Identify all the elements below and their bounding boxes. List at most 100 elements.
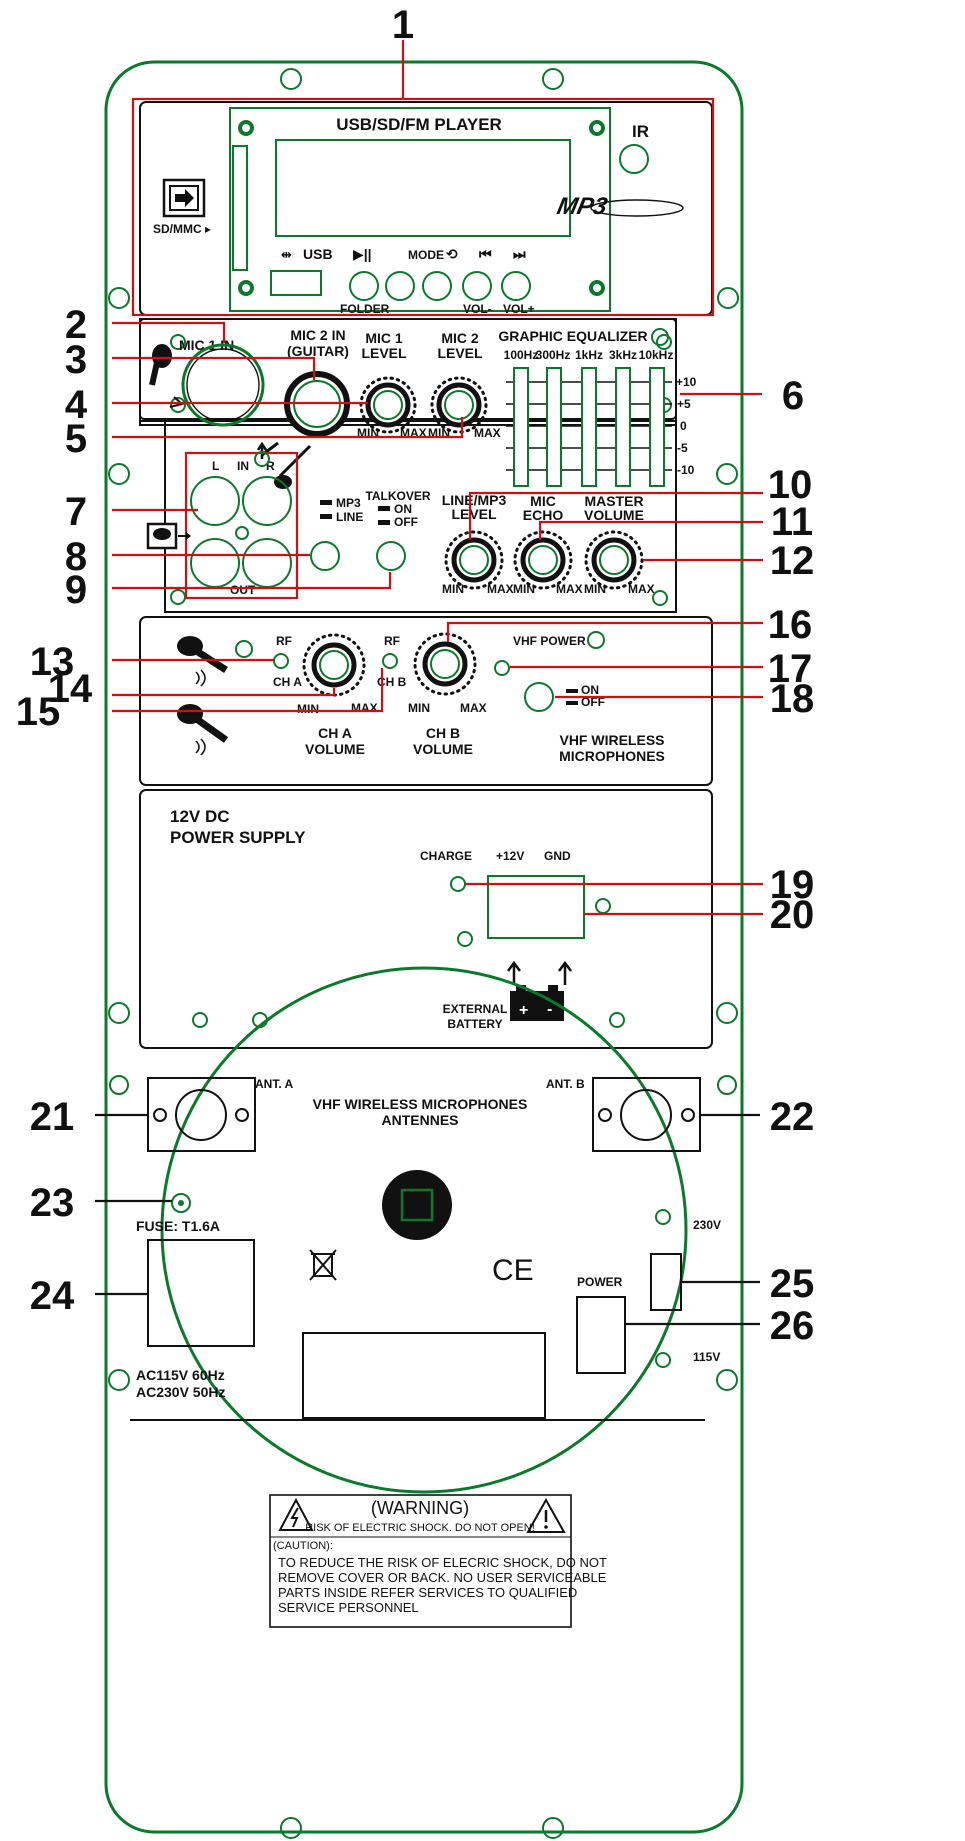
callout-26: 26: [770, 1304, 815, 1348]
vhf-power-label: VHF POWER: [513, 634, 586, 648]
mp3-line-switch[interactable]: [310, 541, 340, 571]
dc-power-panel: [139, 789, 713, 1049]
bottom-label-plate: [302, 1332, 546, 1419]
battery-plus: +: [519, 1002, 528, 1019]
sd-mmc-label: SD/MMC ▸: [153, 222, 211, 236]
vhf-off-label: OFF: [581, 695, 605, 709]
eq-scale-label: +5: [677, 397, 691, 411]
rca-in-r: R: [266, 459, 275, 473]
folder-label: FOLDER: [340, 302, 390, 316]
callout-5: 5: [65, 417, 87, 461]
sd-card-slot[interactable]: [232, 145, 248, 271]
callout-14: 14: [48, 667, 93, 711]
eq-slider-300hz[interactable]: [546, 367, 562, 487]
eq-band-labels: 100Hz 300Hz 1kHz 3kHz 10kHz: [504, 348, 674, 362]
callout-8: 8: [65, 535, 87, 579]
play-pause-button[interactable]: [349, 271, 379, 301]
line-mp3-max-label: MAX: [487, 582, 514, 596]
rf-label-a: RF: [276, 634, 292, 648]
ant-b-connector[interactable]: [620, 1089, 672, 1141]
sd-mmc-icon: [162, 178, 206, 218]
fuse-label: FUSE: T1.6A: [136, 1218, 220, 1234]
callout-23: 23: [30, 1181, 75, 1225]
eq-band-label: 100Hz: [504, 348, 539, 362]
charge-label: CHARGE: [420, 849, 472, 863]
warning-body-line: REMOVE COVER OR BACK. NO USER SERVICEABL…: [278, 1570, 607, 1585]
callout-7: 7: [65, 490, 87, 534]
power-switch-label: POWER: [577, 1275, 623, 1289]
mode-button[interactable]: [385, 271, 415, 301]
rca-out-right-jack[interactable]: [242, 538, 292, 588]
wireless-mic-icon: [177, 704, 229, 756]
dc-title-1: 12V DC: [170, 807, 230, 826]
cha-label: CH A: [273, 675, 302, 689]
rf-led-a: [273, 653, 289, 669]
rca-in-left-jack[interactable]: [190, 476, 240, 526]
vol-up-button[interactable]: [501, 271, 531, 301]
talkover-on-label: ON: [394, 502, 412, 516]
master-volume-scale: [584, 530, 644, 590]
callout-9: 9: [65, 568, 87, 612]
eq-title: GRAPHIC EQUALIZER: [498, 328, 647, 344]
mic-echo-scale: [513, 530, 573, 590]
rca-out-left-jack[interactable]: [190, 538, 240, 588]
mic1-level-label-2: LEVEL: [361, 345, 407, 361]
callout-19: 19: [770, 863, 815, 907]
dc-terminal[interactable]: [487, 875, 585, 939]
chb-label: CH B: [377, 675, 407, 689]
player-faceplate: [229, 107, 611, 312]
prev-track-icon: ⏮: [479, 246, 492, 262]
mode-label: MODE: [408, 248, 444, 262]
wireless-title-1: VHF WIRELESS: [559, 732, 664, 748]
warning-line1: RISK OF ELECTRIC SHOCK. DO NOT OPEN!: [305, 1522, 535, 1534]
play-pause-label: ▶||: [353, 246, 372, 262]
vol-down-button[interactable]: [462, 271, 492, 301]
panel-screw-holes: [108, 68, 739, 1839]
callout-11: 11: [771, 500, 813, 544]
usb-icon: ⇹: [281, 247, 292, 262]
ac-label-1: AC115V 60Hz: [136, 1367, 225, 1383]
fuse-holder[interactable]: [171, 1193, 191, 1213]
rca-in-label: IN: [237, 459, 249, 473]
media-player-icon: [146, 522, 191, 550]
power-switch[interactable]: [576, 1296, 626, 1374]
eq-slider-10khz[interactable]: [649, 367, 665, 487]
talkover-off-label: OFF: [394, 515, 418, 529]
antennas-title-2: ANTENNES: [381, 1112, 458, 1128]
callout-24: 24: [30, 1274, 75, 1318]
vhf-power-switch[interactable]: [524, 682, 554, 712]
usb-port[interactable]: [270, 270, 322, 296]
ant-a-connector[interactable]: [175, 1089, 227, 1141]
ant-b-label: ANT. B: [546, 1077, 585, 1091]
mic1-xlr-jack[interactable]: [181, 343, 265, 427]
chb-volume-scale: [413, 632, 477, 696]
usb-label: USB: [303, 246, 333, 262]
mic2-level-scale: [430, 376, 488, 434]
chb-max-label: MAX: [460, 701, 487, 715]
warning-body-line: SERVICE PERSONNEL: [278, 1600, 419, 1615]
ext-battery-label-1: EXTERNAL: [443, 1002, 508, 1016]
eq-slider-3khz[interactable]: [615, 367, 631, 487]
ext-battery-label-2: BATTERY: [447, 1017, 502, 1031]
plus12v-label: +12V: [496, 849, 524, 863]
rca-in-right-jack[interactable]: [242, 476, 292, 526]
chb-volume-label-2: VOLUME: [413, 741, 473, 757]
cha-volume-label-1: CH A: [318, 725, 352, 741]
eq-slider-1khz[interactable]: [581, 367, 597, 487]
line-mp3-level-scale: [444, 530, 504, 590]
vol-plus-label: VOL+: [503, 302, 535, 316]
ir-sensor: [619, 144, 649, 174]
vhf-on-label: ON: [581, 683, 599, 697]
charge-led: [450, 876, 466, 892]
eq-band-label: 300Hz: [536, 348, 571, 362]
repeat-button[interactable]: [422, 271, 452, 301]
master-volume-label-1: MASTER: [584, 493, 643, 509]
antenna-circle: [160, 966, 688, 1494]
talkover-switch[interactable]: [376, 541, 406, 571]
callout-20: 20: [770, 893, 815, 937]
battery-minus: -: [547, 1001, 552, 1018]
master-max-label: MAX: [628, 582, 655, 596]
eq-slider-100hz[interactable]: [513, 367, 529, 487]
mic-echo-max-label: MAX: [556, 582, 583, 596]
mic2-in-label-1: MIC 2 IN: [290, 327, 345, 343]
